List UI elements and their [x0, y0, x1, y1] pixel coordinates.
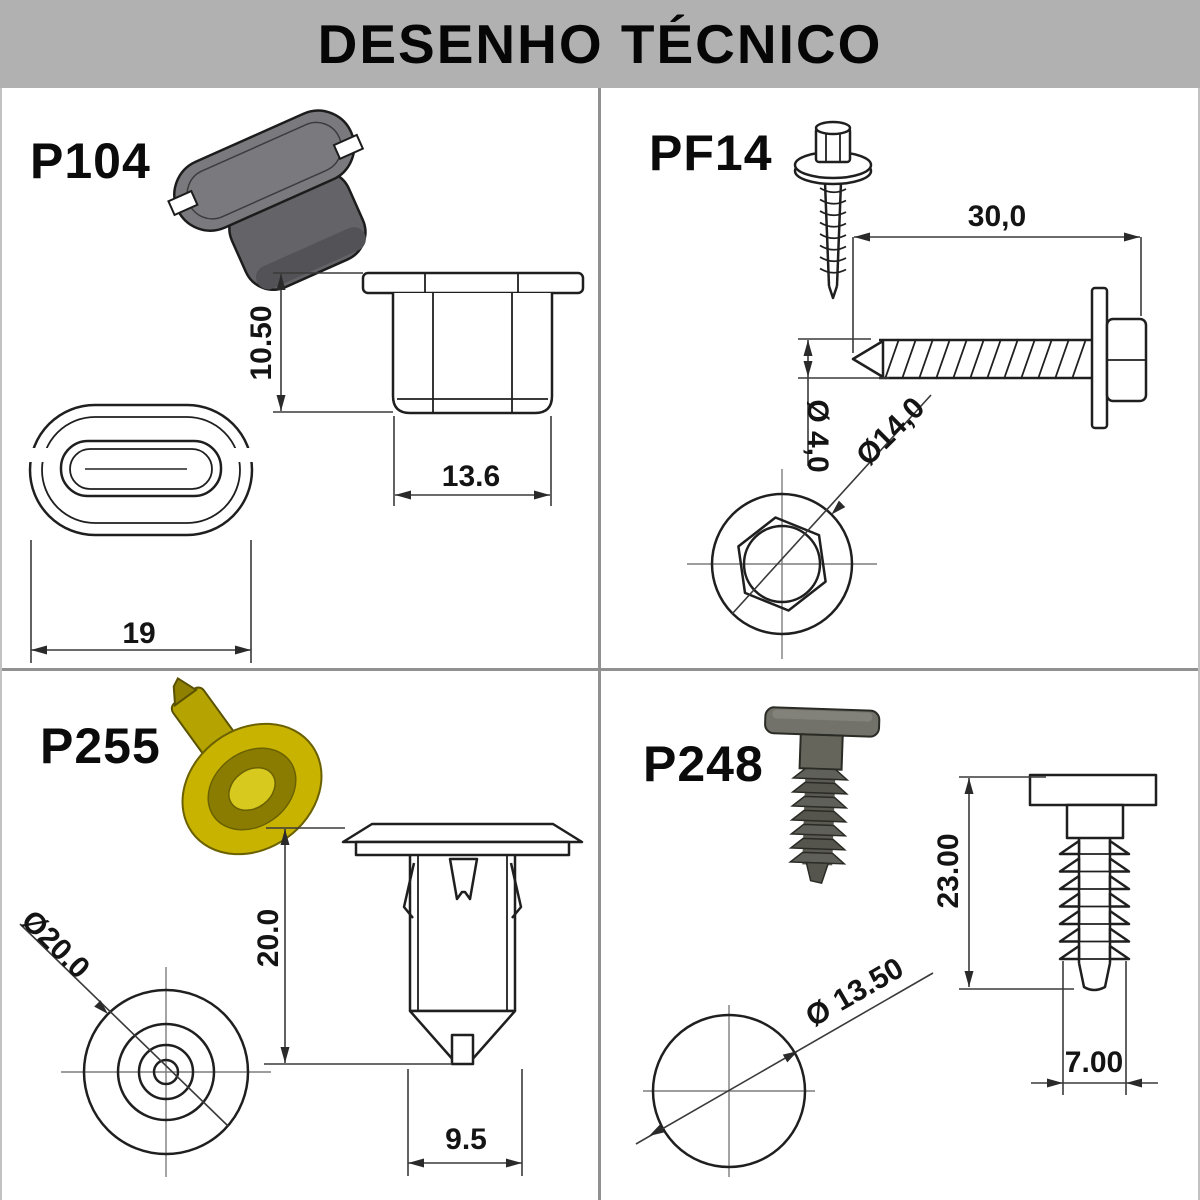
p248-height-dimension-label: 23.00: [932, 833, 965, 909]
p104-width-dimension-label: 13.6: [441, 460, 501, 493]
p104-drawing: [25, 109, 585, 663]
p104-height-dimension-label: 10.50: [245, 305, 278, 381]
p248-body-width-dimension-label: 7.00: [1064, 1046, 1124, 1079]
page-header: DESENHO TÉCNICO: [0, 0, 1200, 88]
right-border: [1198, 88, 1200, 1200]
pf14-code-label: PF14: [649, 125, 773, 181]
p255-code-label: P255: [40, 718, 161, 774]
page-title: DESENHO TÉCNICO: [317, 13, 883, 75]
p255-panel: P255 Ø20.0 20.0 9.5: [0, 671, 598, 1200]
pf14-panel: PF14 30,0 Ø 4,0 Ø14,0: [601, 88, 1200, 668]
horizontal-divider: [0, 668, 1200, 671]
p104-panel: P104 10.50 13.6 19: [0, 88, 598, 668]
pf14-length-dimension-label: 30,0: [967, 200, 1027, 233]
pf14-drawing: [687, 120, 1148, 659]
left-border: [0, 88, 2, 1200]
p248-panel: P248 23.00 Ø 13.50 7.00: [601, 671, 1200, 1200]
p255-3d-view: [170, 677, 323, 856]
vertical-divider: [598, 88, 601, 1200]
p248-3d-view: [764, 706, 881, 884]
p255-height-dimension-label: 20.0: [252, 908, 285, 968]
pf14-shaft-diameter-dimension-label: Ø 4,0: [801, 399, 834, 473]
p104-length-dimension-label: 19: [122, 617, 156, 650]
p255-drawing: [19, 677, 584, 1177]
p104-code-label: P104: [30, 133, 151, 189]
p255-body-width-dimension-label: 9.5: [445, 1123, 487, 1156]
p248-code-label: P248: [643, 736, 764, 792]
pf14-3d-view: [793, 120, 873, 300]
p248-drawing: [635, 706, 1158, 1177]
